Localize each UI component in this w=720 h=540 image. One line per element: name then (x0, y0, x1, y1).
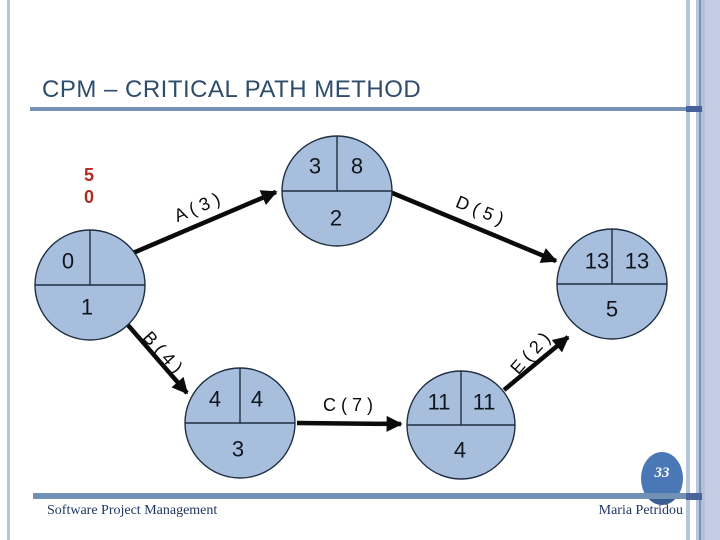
node-3-label: 3 (232, 437, 244, 462)
node-5-early: 13 (585, 249, 609, 274)
node-4-late: 11 (473, 390, 496, 415)
red-annotation-line1: 5 (83, 165, 94, 185)
node-2-label: 2 (330, 206, 342, 231)
red-annotation: 5 0 (76, 164, 102, 208)
event-node-2: 3 8 2 (281, 135, 393, 247)
node-4-early: 11 (428, 390, 451, 415)
edge-A: A ( 3 ) (132, 189, 278, 256)
edge-B: B ( 4 ) (125, 322, 189, 395)
title-underline-cap (686, 106, 702, 112)
node-5-label: 5 (606, 297, 618, 322)
edge-E-arrow (502, 335, 570, 392)
footer-course-title: Software Project Management (47, 503, 218, 518)
event-node-1: 0 1 (34, 229, 146, 341)
edge-D: D ( 5 ) (389, 189, 558, 264)
edge-C: C ( 7 ) (296, 395, 403, 432)
node-1-early: 0 (62, 249, 74, 274)
right-border-stripe-2 (696, 0, 699, 540)
node-3-late: 4 (251, 387, 263, 412)
node-5-late: 13 (625, 249, 649, 274)
footer-divider-cap (686, 493, 702, 500)
node-2-late: 8 (351, 154, 363, 179)
edge-B-label: B ( 4 ) (139, 327, 187, 377)
event-node-5: 13 13 5 (556, 228, 668, 340)
edge-C-label: C ( 7 ) (323, 395, 373, 415)
footer-author: Maria Petridou (598, 503, 683, 518)
event-node-3: 4 4 3 (184, 367, 296, 479)
title-underline (30, 107, 702, 111)
right-border-stripe-3 (699, 0, 701, 540)
right-border-stripe-4 (701, 0, 705, 540)
right-border-stripe-1 (686, 0, 690, 540)
edge-C-arrow (296, 415, 403, 432)
event-node-4: 11 11 4 (406, 370, 516, 480)
edge-D-arrow (389, 189, 558, 264)
red-annotation-line2: 0 (83, 187, 94, 207)
edge-A-arrow (132, 189, 278, 256)
footer-divider-bar (33, 493, 702, 499)
right-border-stripe-5 (705, 0, 720, 540)
node-4-label: 4 (454, 438, 466, 463)
slide-title: CPM – CRITICAL PATH METHOD (42, 76, 422, 103)
node-1-label: 1 (81, 295, 93, 320)
node-2-early: 3 (309, 154, 321, 179)
node-3-early: 4 (209, 387, 221, 412)
edge-B-arrow (125, 322, 189, 395)
left-border-stripe (7, 0, 10, 540)
edge-E: E ( 2 ) (502, 328, 570, 392)
